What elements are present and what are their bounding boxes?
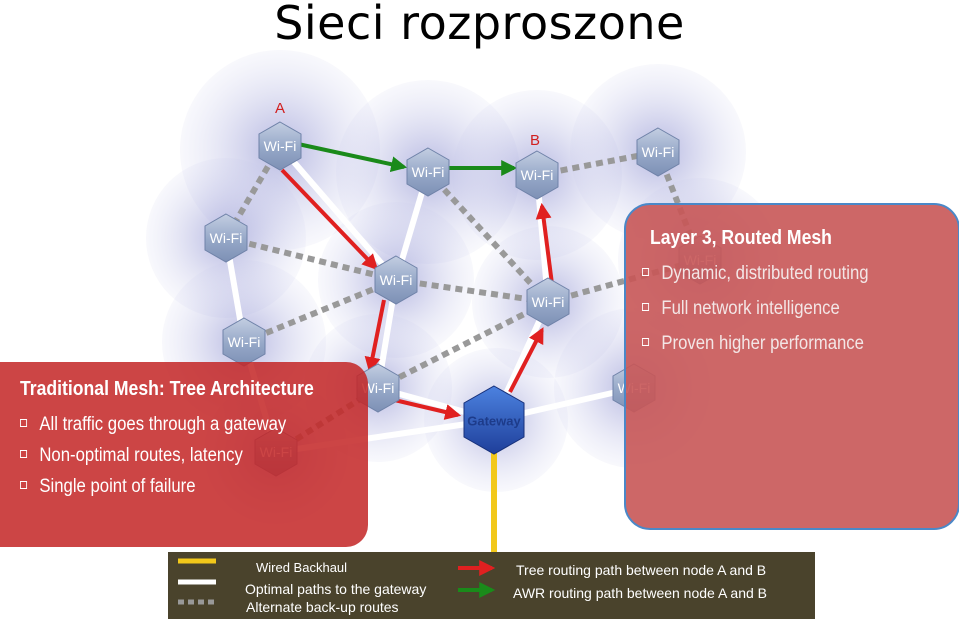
traditional-mesh-item-text: All traffic goes through a gateway bbox=[39, 414, 287, 435]
routed-mesh-title: Layer 3, Routed Mesh bbox=[650, 227, 832, 249]
wifi-node-label: Wi-Fi bbox=[412, 164, 445, 180]
wifi-node: Wi-Fi bbox=[406, 147, 450, 197]
wifi-node-label: Wi-Fi bbox=[210, 230, 243, 246]
routed-mesh-item: Dynamic, distributed routing bbox=[642, 263, 869, 285]
tree-path-arrow bbox=[535, 202, 554, 285]
node-b-label: B bbox=[530, 132, 540, 149]
wifi-node: Wi-Fi bbox=[258, 121, 302, 171]
tree-path-arrow bbox=[508, 327, 544, 393]
routed-mesh-item-text: Proven higher performance bbox=[661, 333, 864, 354]
routed-mesh-item-text: Dynamic, distributed routing bbox=[661, 263, 869, 284]
traditional-mesh-item: Non-optimal routes, latency bbox=[20, 445, 243, 467]
wifi-node: Wi-Fi bbox=[636, 127, 680, 177]
routed-mesh-item-text: Full network intelligence bbox=[661, 298, 840, 319]
gateway-label: Gateway bbox=[467, 414, 521, 429]
traditional-mesh-panel: Traditional Mesh: Tree Architecture All … bbox=[0, 362, 368, 547]
wifi-node: Wi-Fi bbox=[526, 277, 570, 327]
alternate-route bbox=[225, 235, 397, 283]
alternate-route bbox=[425, 169, 551, 305]
routed-mesh-item: Proven higher performance bbox=[642, 333, 864, 355]
traditional-mesh-item-text: Single point of failure bbox=[39, 476, 196, 497]
square-bullet-icon bbox=[642, 267, 650, 276]
awr-routing-path bbox=[297, 142, 518, 176]
tree-path-arrow bbox=[364, 299, 386, 374]
routed-mesh-panel: Layer 3, Routed Mesh Dynamic, distribute… bbox=[624, 203, 959, 530]
traditional-mesh-item: Single point of failure bbox=[20, 476, 196, 498]
alternate-route bbox=[376, 299, 550, 391]
wifi-node-label: Wi-Fi bbox=[380, 272, 413, 288]
wifi-node-label: Wi-Fi bbox=[642, 144, 675, 160]
wifi-node-label: Wi-Fi bbox=[532, 294, 565, 310]
traditional-mesh-title: Traditional Mesh: Tree Architecture bbox=[20, 378, 314, 400]
node-a-label: A bbox=[275, 100, 285, 117]
wifi-node-label: Wi-Fi bbox=[521, 167, 554, 183]
routed-mesh-item: Full network intelligence bbox=[642, 298, 840, 320]
wired-backhaul-label: Wired Backhaul bbox=[256, 560, 348, 575]
square-bullet-icon bbox=[642, 302, 650, 311]
wifi-node-label: Wi-Fi bbox=[362, 380, 395, 396]
tree-path-arrow bbox=[280, 168, 379, 271]
square-bullet-icon bbox=[642, 337, 650, 346]
gateway-node: Gateway bbox=[463, 385, 525, 455]
wifi-node: Wi-Fi bbox=[222, 317, 266, 367]
wifi-node-label: Wi-Fi bbox=[228, 334, 261, 350]
awr-path-label: AWR routing path between node A and B bbox=[513, 585, 767, 601]
optimal-paths-label: Optimal paths to the gateway bbox=[245, 581, 427, 597]
legend: Wired Backhaul Optimal paths to the gate… bbox=[168, 552, 815, 619]
alternate-routes-label: Alternate back-up routes bbox=[246, 599, 399, 615]
traditional-mesh-item: All traffic goes through a gateway bbox=[20, 414, 286, 436]
alternate-route bbox=[395, 277, 549, 305]
tree-path-label: Tree routing path between node A and B bbox=[516, 562, 767, 578]
awr-path-arrow bbox=[297, 142, 408, 173]
square-bullet-icon bbox=[20, 480, 28, 489]
legend-swatches bbox=[178, 558, 496, 605]
wifi-node-label: Wi-Fi bbox=[264, 138, 297, 154]
wifi-node: Wi-Fi bbox=[515, 150, 559, 200]
square-bullet-icon bbox=[20, 418, 28, 427]
square-bullet-icon bbox=[20, 449, 28, 458]
traditional-mesh-item-text: Non-optimal routes, latency bbox=[39, 445, 243, 466]
wifi-node: Wi-Fi bbox=[204, 213, 248, 263]
wifi-node: Wi-Fi bbox=[374, 255, 418, 305]
page-title: Sieci rozproszone bbox=[274, 0, 685, 50]
alternate-route bbox=[242, 277, 398, 345]
